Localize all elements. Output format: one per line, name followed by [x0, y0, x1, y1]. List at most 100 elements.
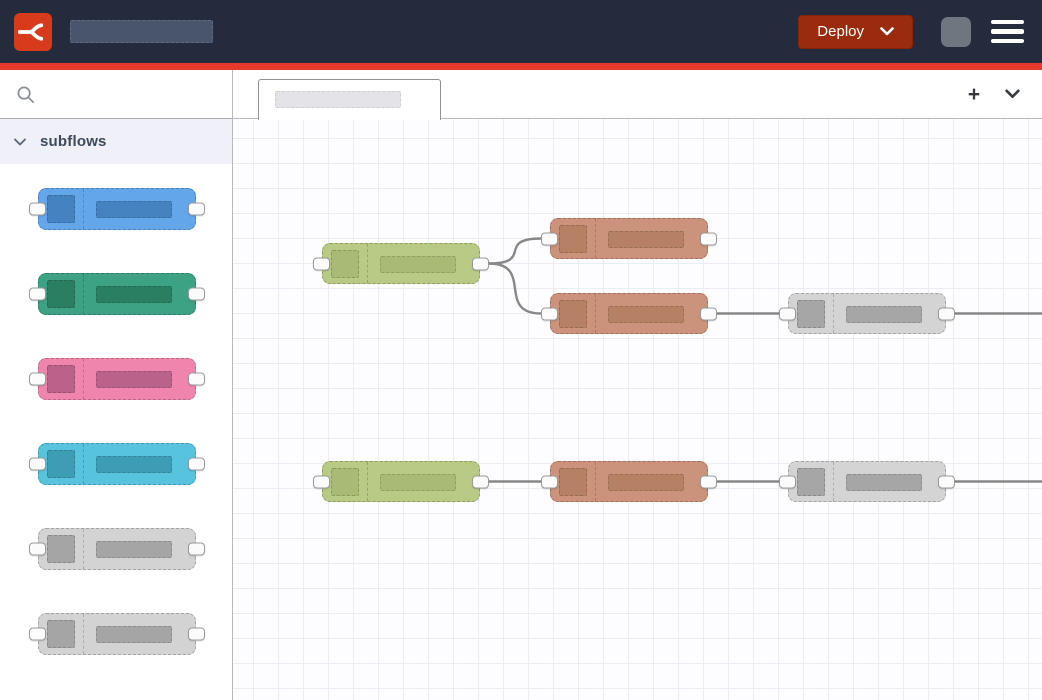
node-label-placeholder — [846, 306, 922, 323]
flow-tabbar: + — [233, 70, 1042, 120]
flow-node-salmon[interactable] — [541, 218, 717, 259]
search-icon — [17, 86, 34, 103]
flow-node-gray[interactable] — [779, 461, 955, 502]
node-icon — [559, 468, 587, 496]
node-icon — [559, 225, 587, 253]
node-input-port[interactable] — [779, 475, 796, 488]
node-label-placeholder — [846, 474, 922, 491]
node-output-port[interactable] — [188, 372, 205, 386]
node-icon — [47, 195, 75, 223]
node-label-placeholder — [96, 456, 172, 473]
node-input-port[interactable] — [29, 542, 46, 556]
node-input-port[interactable] — [313, 257, 330, 270]
node-icon-area — [39, 614, 84, 654]
flow-node-gray[interactable] — [779, 293, 955, 334]
flow-node-olive[interactable] — [313, 461, 489, 502]
node-label-placeholder — [380, 474, 456, 491]
hamburger-icon — [991, 19, 1024, 25]
node-label-placeholder — [608, 306, 684, 323]
main-layout: subflows + — [0, 70, 1042, 700]
palette-node-list — [0, 164, 232, 698]
logo-glyph — [18, 22, 44, 41]
palette-node-gray[interactable] — [29, 613, 205, 655]
node-input-port[interactable] — [29, 457, 46, 471]
flow-tab-label-placeholder — [275, 91, 401, 108]
flow-node-olive[interactable] — [313, 243, 489, 284]
node-output-port[interactable] — [472, 257, 489, 270]
node-output-port[interactable] — [188, 542, 205, 556]
node-icon-area — [323, 462, 368, 501]
node-label-placeholder — [96, 626, 172, 643]
chevron-down-icon — [1004, 89, 1020, 98]
node-output-port[interactable] — [700, 475, 717, 488]
node-label-placeholder — [96, 541, 172, 558]
node-icon — [47, 365, 75, 393]
flow-tab[interactable] — [258, 79, 441, 120]
node-icon — [47, 450, 75, 478]
hamburger-icon — [991, 38, 1024, 44]
node-icon — [331, 250, 359, 278]
node-input-port[interactable] — [29, 202, 46, 216]
node-input-port[interactable] — [541, 475, 558, 488]
chevron-down-icon — [880, 27, 894, 36]
deploy-button[interactable]: Deploy — [798, 14, 913, 49]
node-output-port[interactable] — [188, 457, 205, 471]
node-output-port[interactable] — [188, 627, 205, 641]
node-red-logo-icon[interactable] — [14, 12, 52, 51]
node-output-port[interactable] — [938, 307, 955, 320]
node-icon-area — [39, 359, 84, 399]
palette-sidebar: subflows — [0, 70, 233, 700]
flow-list-button[interactable] — [1000, 82, 1024, 106]
hamburger-icon — [991, 29, 1024, 34]
wire[interactable] — [487, 237, 543, 265]
node-input-port[interactable] — [29, 287, 46, 301]
node-label-placeholder — [96, 286, 172, 303]
node-input-port[interactable] — [29, 372, 46, 386]
section-label: subflows — [40, 133, 107, 150]
tabbar-actions: + — [962, 70, 1024, 118]
palette-section-subflows[interactable]: subflows — [0, 119, 232, 164]
flow-node-salmon[interactable] — [541, 293, 717, 334]
workspace: + — [233, 70, 1042, 700]
node-output-port[interactable] — [938, 475, 955, 488]
flow-canvas[interactable] — [233, 119, 1042, 700]
node-output-port[interactable] — [700, 232, 717, 245]
node-output-port[interactable] — [188, 287, 205, 301]
palette-search[interactable] — [0, 70, 232, 119]
palette-node-pink[interactable] — [29, 358, 205, 400]
chevron-down-icon — [14, 138, 26, 145]
palette-node-blue[interactable] — [29, 188, 205, 230]
palette-node-cyan[interactable] — [29, 443, 205, 485]
plus-icon: + — [967, 82, 981, 106]
node-icon — [331, 468, 359, 496]
node-output-port[interactable] — [472, 475, 489, 488]
flow-node-salmon[interactable] — [541, 461, 717, 502]
node-input-port[interactable] — [779, 307, 796, 320]
node-icon — [559, 300, 587, 328]
node-icon — [47, 620, 75, 648]
node-icon-area — [789, 294, 834, 333]
node-label-placeholder — [608, 231, 684, 248]
node-input-port[interactable] — [541, 232, 558, 245]
node-input-port[interactable] — [29, 627, 46, 641]
node-icon-area — [551, 219, 596, 258]
palette-node-gray[interactable] — [29, 528, 205, 570]
node-icon-area — [39, 189, 84, 229]
node-label-placeholder — [96, 371, 172, 388]
wire-layer — [487, 237, 1042, 483]
node-icon-area — [323, 244, 368, 283]
palette-node-green[interactable] — [29, 273, 205, 315]
node-icon-area — [39, 274, 84, 314]
node-output-port[interactable] — [700, 307, 717, 320]
node-label-placeholder — [380, 256, 456, 273]
node-icon-area — [551, 294, 596, 333]
user-avatar[interactable] — [941, 16, 971, 47]
add-flow-button[interactable]: + — [962, 82, 986, 106]
node-icon — [797, 468, 825, 496]
node-input-port[interactable] — [541, 307, 558, 320]
node-output-port[interactable] — [188, 202, 205, 216]
wire[interactable] — [487, 262, 543, 315]
main-menu-button[interactable] — [989, 16, 1026, 48]
node-input-port[interactable] — [313, 475, 330, 488]
deploy-label: Deploy — [817, 23, 864, 40]
